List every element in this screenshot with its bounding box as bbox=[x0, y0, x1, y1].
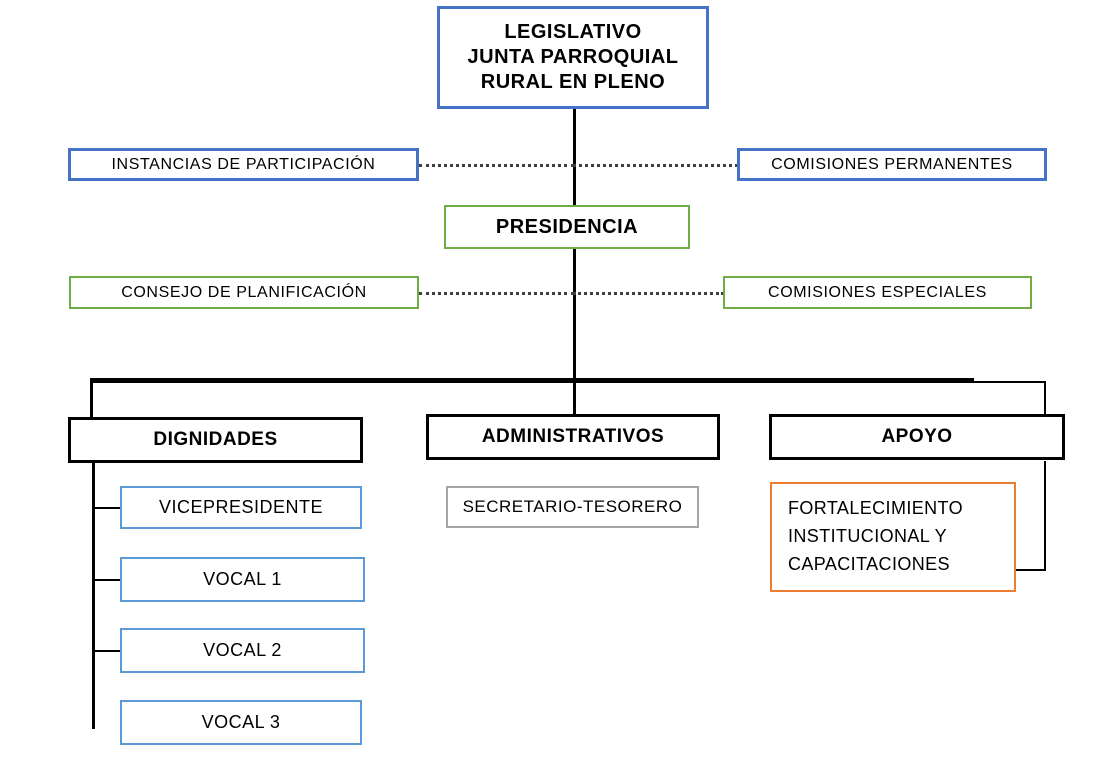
distribution-bar-right-extension bbox=[972, 381, 1046, 383]
node-legislativo-line3: RURAL EN PLENO bbox=[480, 71, 666, 93]
dotted-connector-right-especiales bbox=[573, 292, 724, 295]
node-fortalecimiento-line1: FORTALECIMIENTO bbox=[788, 498, 964, 519]
dotted-connector-right-permanentes bbox=[573, 164, 738, 167]
connector-stub-vocal-2 bbox=[92, 650, 121, 652]
node-presidencia[interactable]: PRESIDENCIA bbox=[444, 205, 690, 249]
node-legislativo-line1: LEGISLATIVO bbox=[504, 21, 642, 43]
node-administrativos[interactable]: ADMINISTRATIVOS bbox=[426, 414, 720, 460]
node-secretario-tesorero[interactable]: SECRETARIO-TESORERO bbox=[446, 486, 699, 528]
node-presidencia-label: PRESIDENCIA bbox=[495, 215, 639, 238]
connector-bar-to-administrativos bbox=[573, 378, 576, 414]
node-vocal-1-label: VOCAL 1 bbox=[203, 569, 282, 590]
node-instancias-participacion[interactable]: INSTANCIAS DE PARTICIPACIÓN bbox=[68, 148, 419, 181]
node-comisiones-especiales[interactable]: COMISIONES ESPECIALES bbox=[723, 276, 1032, 309]
node-vocal-3-label: VOCAL 3 bbox=[201, 712, 281, 733]
connector-presidencia-to-bar bbox=[573, 249, 576, 383]
node-consejo-planificacion[interactable]: CONSEJO DE PLANIFICACIÓN bbox=[69, 276, 419, 309]
node-legislativo-line2: JUNTA PARROQUIAL bbox=[467, 46, 679, 68]
node-vocal-1[interactable]: VOCAL 1 bbox=[120, 557, 365, 602]
connector-stub-vocal-1 bbox=[92, 579, 121, 581]
node-apoyo[interactable]: APOYO bbox=[769, 414, 1065, 460]
node-administrativos-label: ADMINISTRATIVOS bbox=[481, 426, 665, 448]
node-fortalecimiento-line2: INSTITUCIONAL Y bbox=[788, 526, 948, 547]
node-vicepresidente-label: VICEPRESIDENTE bbox=[158, 497, 324, 518]
node-vocal-2-label: VOCAL 2 bbox=[203, 640, 282, 661]
node-comisiones-permanentes-label: COMISIONES PERMANENTES bbox=[771, 155, 1013, 173]
connector-stub-fortalecimiento bbox=[1015, 569, 1046, 571]
connector-legislativo-to-presidencia bbox=[573, 108, 576, 208]
connector-bar-to-apoyo bbox=[1044, 381, 1046, 414]
apoyo-spine bbox=[1044, 461, 1046, 571]
node-fortalecimiento-line3: CAPACITACIONES bbox=[788, 553, 950, 574]
node-consejo-planificacion-label: CONSEJO DE PLANIFICACIÓN bbox=[121, 283, 367, 301]
dotted-connector-left-participacion bbox=[419, 164, 574, 167]
node-dignidades-label: DIGNIDADES bbox=[153, 429, 278, 451]
dignidades-spine bbox=[92, 462, 95, 729]
node-legislativo[interactable]: LEGISLATIVO JUNTA PARROQUIAL RURAL EN PL… bbox=[437, 6, 709, 109]
dotted-connector-left-planificacion bbox=[419, 292, 574, 295]
connector-bar-to-dignidades bbox=[90, 378, 93, 418]
distribution-bar bbox=[90, 378, 974, 383]
node-instancias-participacion-label: INSTANCIAS DE PARTICIPACIÓN bbox=[111, 155, 376, 173]
node-fortalecimiento-institucional[interactable]: FORTALECIMIENTO INSTITUCIONAL Y CAPACITA… bbox=[770, 482, 1016, 592]
node-comisiones-especiales-label: COMISIONES ESPECIALES bbox=[768, 283, 987, 301]
node-vicepresidente[interactable]: VICEPRESIDENTE bbox=[120, 486, 362, 529]
node-apoyo-label: APOYO bbox=[881, 426, 953, 448]
node-vocal-2[interactable]: VOCAL 2 bbox=[120, 628, 365, 673]
connector-stub-vicepresidente bbox=[92, 507, 121, 509]
node-secretario-tesorero-label: SECRETARIO-TESORERO bbox=[462, 497, 683, 517]
node-comisiones-permanentes[interactable]: COMISIONES PERMANENTES bbox=[737, 148, 1047, 181]
node-dignidades[interactable]: DIGNIDADES bbox=[68, 417, 363, 463]
node-vocal-3[interactable]: VOCAL 3 bbox=[120, 700, 362, 745]
